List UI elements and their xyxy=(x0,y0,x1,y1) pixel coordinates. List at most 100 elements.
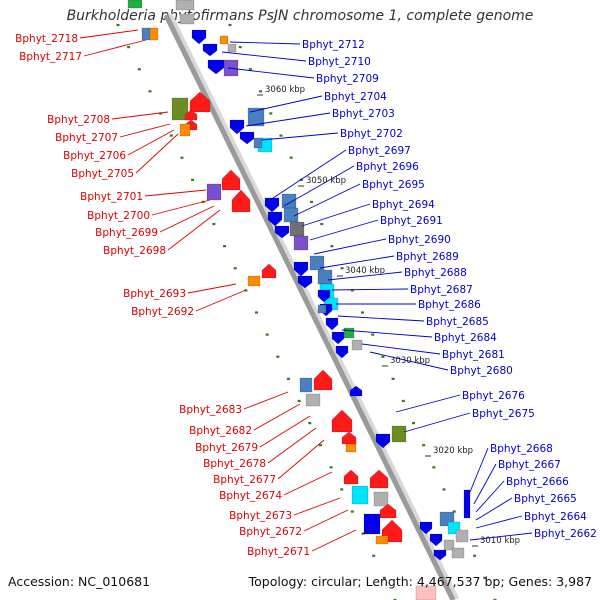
gene-label-bphyt-2691: Bphyt_2691 xyxy=(380,215,443,227)
label-leader-line xyxy=(267,427,317,464)
gene-box xyxy=(373,491,389,507)
gene-label-bphyt-2692: Bphyt_2692 xyxy=(131,306,194,318)
gene-arrow xyxy=(419,521,433,535)
gene-arrow xyxy=(207,59,225,75)
label-leader-line xyxy=(221,51,307,62)
label-leader-line xyxy=(259,415,311,448)
label-leader-line xyxy=(127,129,175,156)
gene-box xyxy=(309,255,325,271)
gene-box xyxy=(293,235,309,251)
gene-label-bphyt-2683: Bphyt_2683 xyxy=(179,404,242,416)
gene-box xyxy=(463,489,471,519)
gene-box xyxy=(391,425,407,443)
gene-box xyxy=(317,304,327,314)
gene-label-bphyt-2672: Bphyt_2672 xyxy=(239,526,302,538)
label-leader-line xyxy=(135,133,179,174)
gene-label-bphyt-2709: Bphyt_2709 xyxy=(316,73,379,85)
gene-box xyxy=(305,393,321,407)
label-leader-line xyxy=(195,289,247,312)
gene-label-bphyt-2678: Bphyt_2678 xyxy=(203,458,266,470)
gene-arrow xyxy=(331,409,353,433)
kbp-marker-label: 3040 kbp xyxy=(345,266,385,276)
gene-label-bphyt-2705: Bphyt_2705 xyxy=(71,168,134,180)
gene-label-bphyt-2695: Bphyt_2695 xyxy=(362,179,425,191)
gene-box xyxy=(219,35,229,45)
gene-label-bphyt-2710: Bphyt_2710 xyxy=(308,56,371,68)
gene-arrow xyxy=(325,317,339,331)
gene-arrow xyxy=(313,369,333,391)
gene-label-bphyt-2701: Bphyt_2701 xyxy=(80,191,143,203)
gene-box xyxy=(343,327,355,339)
label-leader-line xyxy=(119,123,171,138)
gene-label-bphyt-2675: Bphyt_2675 xyxy=(472,408,535,420)
gene-label-bphyt-2697: Bphyt_2697 xyxy=(348,145,411,157)
gene-box xyxy=(127,0,143,9)
gene-box xyxy=(175,0,195,11)
gene-box xyxy=(375,535,389,545)
label-leader-line xyxy=(245,112,331,127)
gene-label-bphyt-2680: Bphyt_2680 xyxy=(450,365,513,377)
gene-label-bphyt-2702: Bphyt_2702 xyxy=(340,128,403,140)
gene-label-bphyt-2676: Bphyt_2676 xyxy=(462,390,525,402)
gene-arrow xyxy=(202,43,218,57)
axis-layer xyxy=(163,13,460,600)
gene-arrow xyxy=(343,469,359,485)
gene-arrow xyxy=(341,431,357,445)
gene-box xyxy=(206,183,222,201)
gene-box xyxy=(363,513,381,535)
gene-label-bphyt-2694: Bphyt_2694 xyxy=(372,199,435,211)
gene-label-bphyt-2681: Bphyt_2681 xyxy=(442,349,505,361)
label-leader-line xyxy=(229,41,301,45)
label-leader-line xyxy=(293,497,341,516)
gene-label-bphyt-2687: Bphyt_2687 xyxy=(410,284,473,296)
label-leader-line xyxy=(473,463,497,505)
gene-label-bphyt-2666: Bphyt_2666 xyxy=(506,476,569,488)
gene-label-bphyt-2674: Bphyt_2674 xyxy=(219,490,282,502)
label-leader-line xyxy=(167,209,221,251)
gene-label-bphyt-2679: Bphyt_2679 xyxy=(195,442,258,454)
gene-box xyxy=(227,43,237,53)
gene-box xyxy=(149,27,159,41)
gene-box xyxy=(443,539,455,551)
label-leader-line xyxy=(144,189,207,197)
label-leader-line xyxy=(313,238,387,255)
gene-label-bphyt-2685: Bphyt_2685 xyxy=(426,316,489,328)
gene-label-bphyt-2682: Bphyt_2682 xyxy=(189,425,252,437)
gene-arrow xyxy=(335,345,349,359)
gene-box xyxy=(179,123,191,137)
label-leader-line xyxy=(319,255,395,269)
label-leader-line xyxy=(309,219,379,241)
gene-box xyxy=(351,485,369,505)
gene-arrow xyxy=(369,469,389,489)
label-leader-line xyxy=(331,288,409,291)
gene-arrow xyxy=(267,211,283,227)
label-leader-line xyxy=(327,271,403,281)
gene-arrow xyxy=(274,225,290,239)
kbp-marker-label: 3050 kbp xyxy=(306,176,346,186)
label-leader-line xyxy=(395,394,461,413)
gene-label-layer: Bphyt_2718Bphyt_2717Bphyt_2708Bphyt_2707… xyxy=(15,29,597,558)
label-leader-line xyxy=(243,391,289,410)
gene-arrow xyxy=(429,533,443,547)
label-leader-line xyxy=(83,39,147,57)
gene-box xyxy=(253,137,263,149)
label-leader-line xyxy=(261,132,339,141)
gene-label-bphyt-2690: Bphyt_2690 xyxy=(388,234,451,246)
gene-label-bphyt-2671: Bphyt_2671 xyxy=(247,546,310,558)
label-leader-line xyxy=(303,509,349,532)
label-leader-line xyxy=(187,283,237,294)
label-leader-line xyxy=(283,165,355,207)
label-leader-line xyxy=(403,412,471,433)
gene-label-bphyt-2667: Bphyt_2667 xyxy=(498,459,561,471)
label-leader-line xyxy=(283,471,333,496)
gene-box xyxy=(451,547,465,559)
accession-text: Accession: NC_010681 xyxy=(8,574,151,589)
gene-label-bphyt-2696: Bphyt_2696 xyxy=(356,161,419,173)
gene-label-bphyt-2665: Bphyt_2665 xyxy=(514,493,577,505)
gene-arrow xyxy=(229,119,245,135)
gene-box xyxy=(351,339,363,351)
gene-label-bphyt-2699: Bphyt_2699 xyxy=(95,227,158,239)
gene-label-bphyt-2689: Bphyt_2689 xyxy=(396,251,459,263)
